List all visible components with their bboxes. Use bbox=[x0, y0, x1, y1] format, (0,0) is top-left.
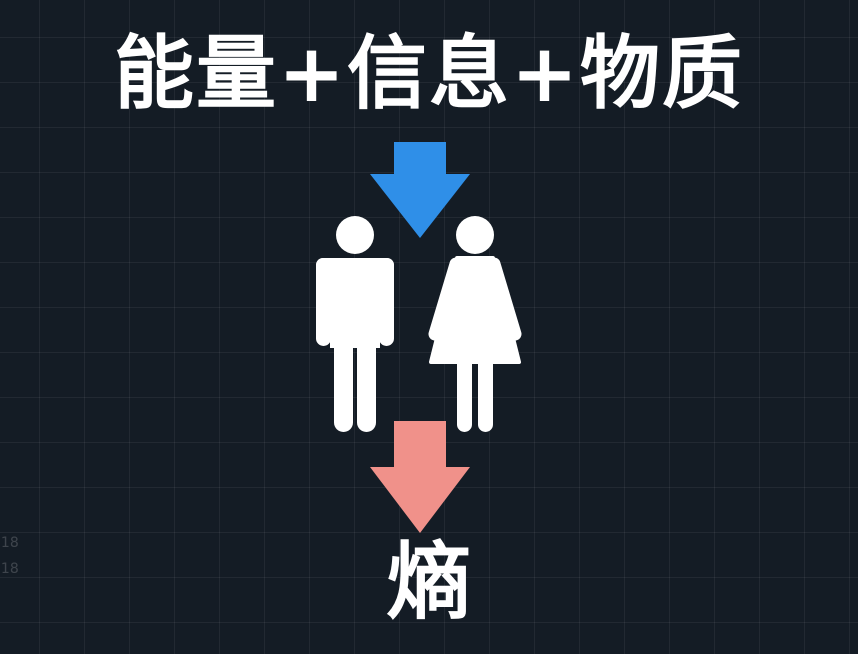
woman-icon bbox=[428, 216, 522, 432]
edge-label: 518 bbox=[0, 535, 19, 551]
result-label: 熵 bbox=[386, 533, 471, 631]
man-icon bbox=[316, 216, 394, 432]
arrow-down-blue-icon bbox=[370, 142, 470, 238]
edge-label: 318 bbox=[0, 561, 19, 577]
arrow-down-red-icon bbox=[370, 421, 470, 533]
headline: 能量+信息+物质 bbox=[113, 27, 745, 120]
